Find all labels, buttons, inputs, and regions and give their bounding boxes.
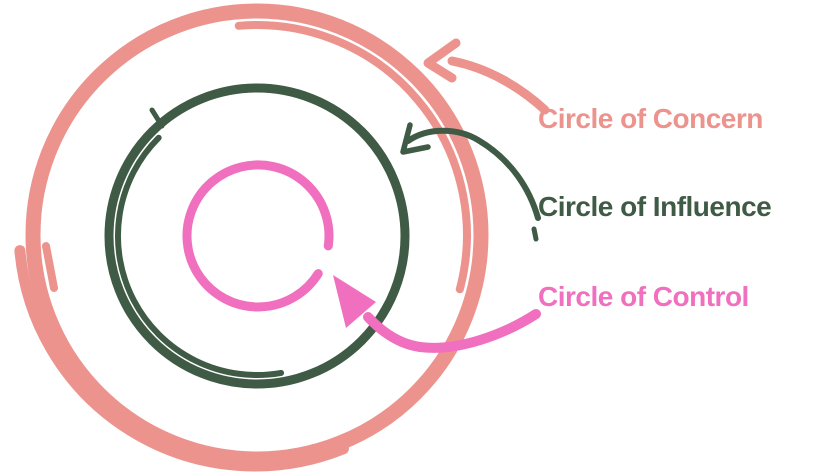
circle-of-concern-ring [14, 3, 489, 472]
influence-arrowhead [400, 122, 431, 155]
concern-ring-outer-sketch-stroke [14, 245, 349, 472]
circle-of-control-ring [182, 160, 334, 312]
concern-arrowhead [423, 38, 461, 83]
concern-ring-main-stroke [25, 3, 489, 467]
label-circle-of-concern: Circle of Concern [538, 103, 763, 134]
influence-ring-main-stroke [104, 83, 410, 389]
influence-arrow-icon [400, 122, 541, 242]
circle-of-influence-ring [104, 83, 410, 389]
concern-ring-inner-sketch-stroke [234, 21, 471, 294]
label-circle-of-control: Circle of Control [538, 281, 749, 312]
concern-arrow-icon [423, 38, 550, 115]
influence-ring-pen-flick [149, 107, 165, 129]
influence-arrow-tail-dash [531, 226, 539, 242]
control-arrow-icon [333, 275, 541, 353]
influence-arrow-shaft [405, 127, 541, 221]
concern-arrow-shaft [447, 56, 550, 115]
concern-ring-pen-stub [42, 242, 58, 292]
control-arrowhead [333, 275, 376, 328]
control-ring-main-stroke [182, 160, 334, 312]
control-arrow-shaft [363, 309, 541, 353]
influence-ring-inner-sketch-stroke [114, 134, 285, 378]
label-circle-of-influence: Circle of Influence [538, 191, 772, 222]
